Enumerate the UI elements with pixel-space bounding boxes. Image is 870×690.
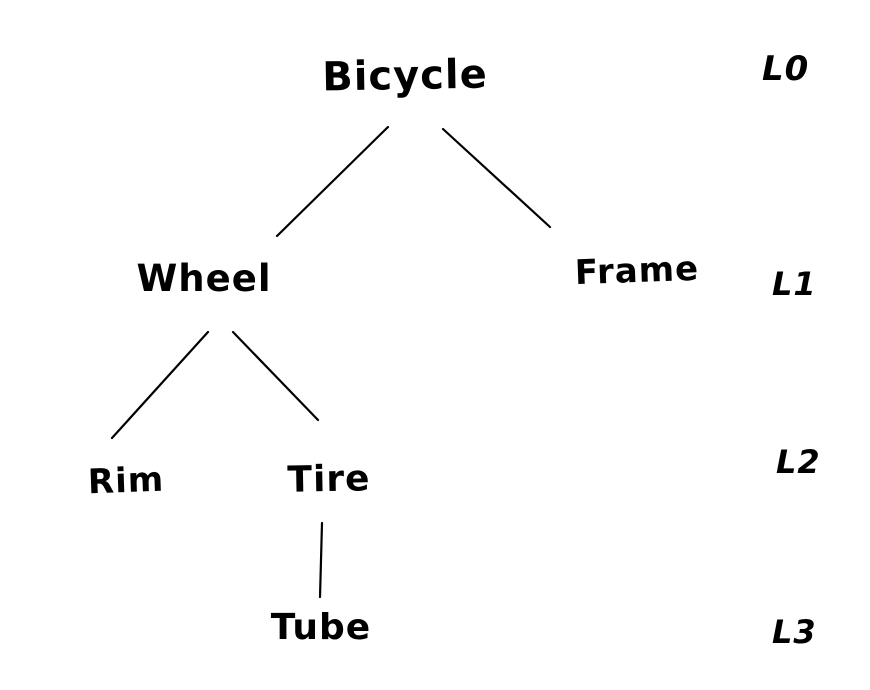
edge-wheel-tire bbox=[231, 330, 320, 422]
level-label-l0: L0 bbox=[762, 49, 810, 89]
edge-bicycle-wheel bbox=[275, 125, 390, 238]
node-tube: Tube bbox=[270, 607, 372, 648]
edge-bicycle-frame bbox=[441, 127, 552, 229]
node-bicycle: Bicycle bbox=[321, 51, 489, 101]
edge-tire-tube bbox=[318, 521, 324, 599]
node-wheel: Wheel bbox=[136, 257, 272, 300]
node-tire: Tire bbox=[287, 458, 371, 501]
level-label-l3: L3 bbox=[772, 613, 817, 651]
level-label-l1: L1 bbox=[772, 265, 817, 303]
node-frame: Frame bbox=[574, 248, 700, 294]
node-rim: Rim bbox=[87, 459, 165, 503]
edge-wheel-rim bbox=[110, 330, 210, 440]
level-label-l2: L2 bbox=[776, 443, 821, 481]
